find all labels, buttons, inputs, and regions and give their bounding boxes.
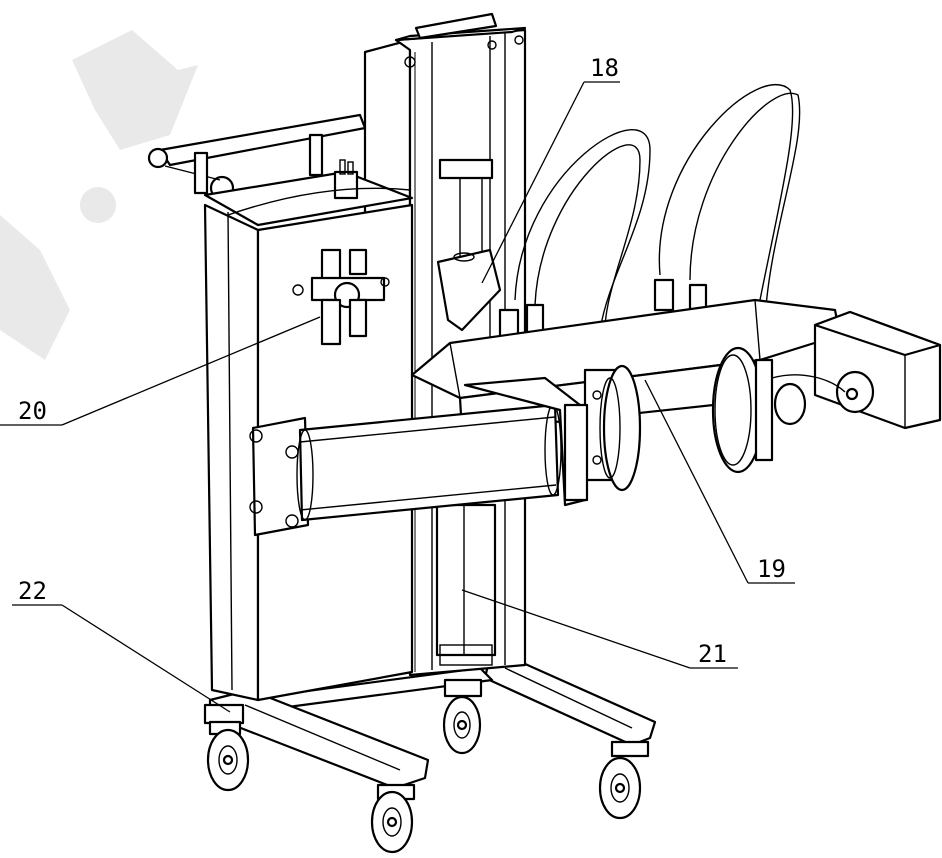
callout-19: 19 [757, 555, 786, 583]
callout-20: 20 [18, 397, 47, 425]
suction-pad-rear [711, 346, 846, 474]
watermark [0, 30, 198, 360]
caster-front-left [370, 783, 416, 854]
caster-front-right [598, 740, 650, 820]
callout-22: 22 [18, 577, 47, 605]
horizontal-beam [410, 248, 942, 434]
callout-18: 18 [590, 54, 619, 82]
base-frame [208, 653, 657, 790]
caster-rear-left [203, 703, 250, 792]
pneumatic-cylinder [249, 376, 589, 537]
callout-labels: 18 19 20 21 22 [18, 54, 786, 668]
handle-bar [147, 113, 367, 201]
suction-pad-front [583, 364, 642, 492]
callout-21: 21 [698, 640, 727, 668]
leader-lines [0, 81, 795, 713]
caster-rear-center [442, 678, 483, 755]
